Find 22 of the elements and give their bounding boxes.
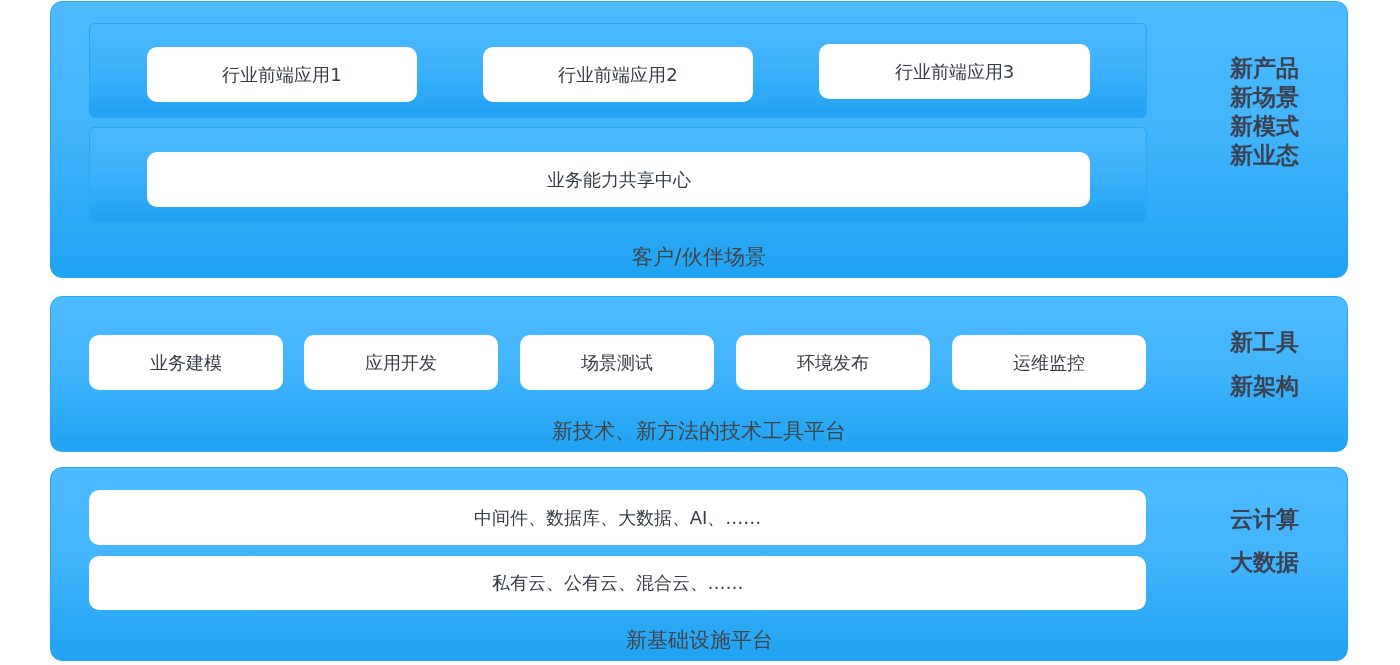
module-box: 应用开发 [304,335,498,390]
layer-band [50,1,1348,278]
module-box: 环境发布 [736,335,930,390]
side-label: 云计算大数据 [1229,505,1300,577]
module-box: 行业前端应用2 [483,47,753,102]
module-box: 私有云、公有云、混合云、…… [89,556,1146,610]
side-label: 新工具新架构 [1229,328,1300,401]
module-box: 行业前端应用3 [819,44,1090,99]
module-box: 业务能力共享中心 [147,152,1090,207]
layer-caption: 新技术、新方法的技术工具平台 [551,418,847,444]
layer-band [50,467,1348,661]
module-box: 行业前端应用1 [147,47,417,102]
side-label: 新产品新场景新模式新业态 [1229,54,1300,170]
layer-caption: 客户/伙伴场景 [631,244,767,270]
module-box: 业务建模 [89,335,283,390]
module-box: 中间件、数据库、大数据、AI、…… [89,490,1146,545]
module-box: 运维监控 [952,335,1146,390]
group-panel [89,23,1147,118]
layer-band [50,296,1348,452]
group-panel [89,127,1147,222]
layer-caption: 新基础设施平台 [624,627,774,653]
module-box: 场景测试 [520,335,714,390]
